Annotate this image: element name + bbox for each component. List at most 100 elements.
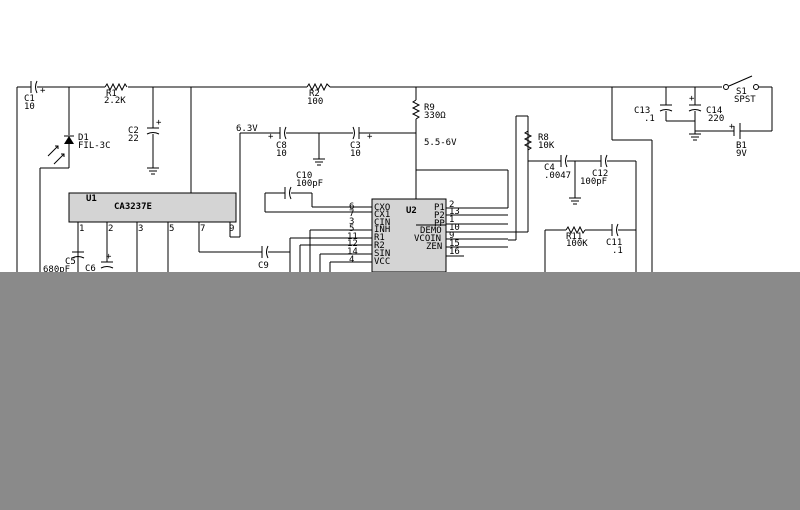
u1-pin-3: 3: [138, 224, 143, 234]
capacitor-c4: C4 .0047: [528, 154, 601, 205]
u1-ref: U1: [86, 194, 97, 204]
capacitor-c2: + C2 22: [128, 87, 162, 175]
capacitor-c5: C5 680pF: [43, 251, 85, 275]
svg-text:+: +: [106, 252, 112, 262]
resistor-r11: R11 100K: [544, 225, 612, 272]
net-label-6v3: 6.3V: [236, 124, 258, 134]
c5-ref: C5: [65, 257, 76, 267]
c14-value: 220: [708, 114, 724, 124]
node-6v3: 6.3V: [229, 124, 280, 238]
capacitor-c14: + C14 220: [666, 87, 724, 141]
ic-u2: U2: [299, 131, 529, 273]
c11-value: .1: [612, 246, 623, 256]
switch-s1: S1 SPST: [723, 75, 773, 131]
resistor-r8: R8 10K: [508, 115, 555, 241]
u2-pin-cxo: CXO: [374, 203, 390, 213]
u2-pin-15: 15: [449, 239, 460, 249]
u2-pin-p1: P1: [434, 203, 445, 213]
u1-pin-7: 7: [200, 224, 205, 234]
gray-overlay: [0, 272, 800, 510]
r8-ref: R8: [538, 133, 549, 143]
u2-pin-3: 3: [349, 217, 354, 227]
c14-ref: C14: [706, 106, 722, 116]
d1-value: FIL-3C: [78, 141, 111, 151]
c13-ref: C13: [634, 106, 650, 116]
c11-ref: C11: [606, 238, 622, 248]
u2-pin-7: 7: [349, 209, 354, 219]
u2-pin-p2: P2: [434, 211, 445, 221]
u2-pin-r2: R2: [374, 241, 385, 251]
supply-rail: [16, 86, 722, 272]
capacitor-c12: C12 100pF: [580, 154, 637, 272]
svg-text:+: +: [729, 122, 735, 132]
u1-pin-2: 2: [108, 224, 113, 234]
u2-pin-zen: ZEN: [426, 242, 442, 252]
r1-ref: R1: [106, 89, 117, 99]
u2-pin-cin: CIN: [374, 218, 390, 228]
capacitor-c6: + C6: [85, 252, 114, 274]
u2-pin-sin: SIN: [374, 249, 390, 259]
net-label-5v5: 5.5-6V: [424, 138, 457, 148]
svg-text:+: +: [156, 118, 162, 128]
c2-value: 22: [128, 134, 139, 144]
u1-part: CA3237E: [114, 202, 152, 212]
b1-value: 9V: [736, 149, 747, 159]
u2-pin-vcc: VCC: [374, 257, 390, 267]
c6-ref: C6: [85, 264, 96, 274]
d1-ref: D1: [78, 133, 89, 143]
u2-pin-11: 11: [347, 232, 358, 242]
u2-pin-9: 9: [449, 231, 454, 241]
u2-pin-5: 5: [349, 224, 354, 234]
u2-pin-r1: R1: [374, 233, 385, 243]
u1-pin-1: 1: [79, 224, 84, 234]
r11-ref: R11: [566, 232, 582, 242]
u1-pin-9: 9: [229, 224, 234, 234]
resistor-r2: R2 100: [306, 82, 331, 107]
r8-value: 10K: [538, 141, 555, 151]
c4-value: .0047: [544, 171, 571, 181]
s1-value: SPST: [734, 95, 756, 105]
u2-ref: U2: [406, 206, 417, 216]
svg-text:+: +: [689, 94, 695, 104]
ground-mid: [313, 133, 325, 166]
u2-right-pins: P1 2 P2 13 PP 1 DEMO 10 VCOIN 9 ZEN 15 1…: [414, 200, 460, 257]
capacitor-c1: + C1 10: [24, 80, 46, 112]
u2-pin-demo: DEMO: [420, 226, 442, 236]
r1-value: 2.2K: [104, 96, 126, 106]
c3-ref: C3: [350, 141, 361, 151]
capacitor-c13: C13 .1: [611, 87, 673, 272]
u2-pin-4: 4: [349, 255, 354, 265]
c8-value: 10: [276, 149, 287, 159]
c10-value: 100pF: [296, 179, 323, 189]
u2-pin-12: 12: [347, 239, 358, 249]
r9-ref: R9: [424, 103, 435, 113]
c3-value: 10: [350, 149, 361, 159]
u2-left-pins: 6 CXO 7 CX1 3 CIN 5 INH 11 R1 12 R2 14 S…: [347, 202, 390, 267]
c2-ref: C2: [128, 126, 139, 136]
svg-text:+: +: [367, 132, 373, 142]
u2-pin-inh: INH: [374, 225, 390, 235]
u1-pin-5: 5: [169, 224, 174, 234]
c13-value: .1: [644, 114, 655, 124]
capacitor-c8: + C8 10: [268, 126, 353, 159]
svg-text:+: +: [40, 86, 46, 96]
u2-pin-16: 16: [449, 247, 460, 257]
svg-text:+: +: [268, 132, 274, 142]
u2-pin-pp: PP: [434, 219, 445, 229]
c5-value: 680pF: [43, 265, 70, 275]
r11-value: 100K: [566, 239, 588, 249]
u2-pin-13: 13: [449, 207, 460, 217]
r2-ref: R2: [309, 89, 320, 99]
r2-value: 100: [307, 97, 323, 107]
photodiode-d1: D1 FIL-3C: [39, 87, 111, 272]
c10-ref: C10: [296, 171, 312, 181]
u2-pin-1: 1: [449, 215, 454, 225]
u2-pin-14: 14: [347, 247, 358, 257]
c1-value: 10: [24, 102, 35, 112]
c8-ref: C8: [276, 141, 287, 151]
u2-pin-vcoin: VCOIN: [414, 234, 441, 244]
battery-b1: + B1 9V: [695, 122, 772, 159]
c12-value: 100pF: [580, 177, 607, 187]
